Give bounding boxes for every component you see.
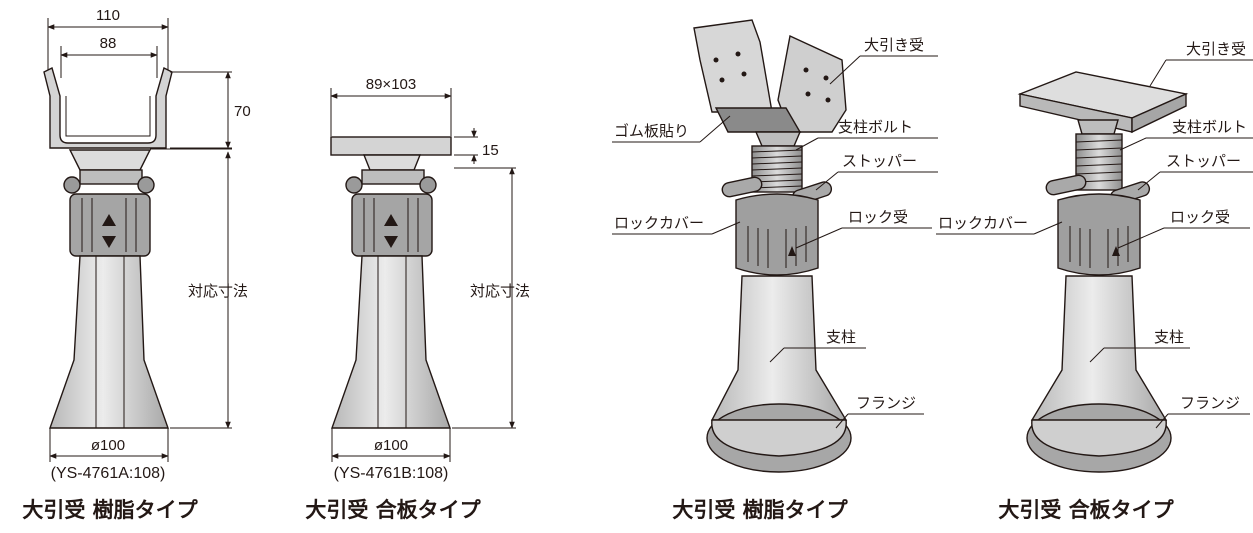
drawing-plywood-3d: 大引き受 支柱ボルト ストッパー ロックカバー ロック受 支柱 フランジ 大引受… [936,40,1253,522]
dim-inner-width: 88 [100,35,117,52]
label-lock-receiver: ロック受 [1170,208,1230,226]
label-bolt: 支柱ボルト [838,118,913,136]
label-lock-receiver: ロック受 [848,208,908,226]
label-bolt: 支柱ボルト [1172,118,1247,136]
dim-thickness: 15 [482,142,499,159]
caption: 大引受 合板タイプ [305,498,481,522]
drawing-plywood-orthographic: 89×103 15 対応寸法 ø100 (YS-4761B:108) 大引受 合… [305,76,530,522]
caption: 大引受 樹脂タイプ [672,498,848,522]
label-receiver: 大引き受 [1186,40,1246,58]
caption: 大引受 樹脂タイプ [22,498,198,522]
label-flange: フランジ [1180,394,1240,412]
dim-height: 70 [234,103,251,120]
drawing-resin-3d: 大引き受 ゴム板貼り 支柱ボルト ストッパー ロックカバー ロック受 支柱 フラ… [612,19,938,522]
label-stopper: ストッパー [842,152,917,170]
label-lock-cover: ロックカバー [938,214,1028,232]
dim-base-diameter: ø100 [91,437,125,454]
label-stopper: ストッパー [1166,152,1241,170]
dim-range-label: 対応寸法 [188,282,248,300]
dim-top-size: 89×103 [366,76,416,93]
model-number: (YS-4761A:108) [51,465,166,482]
label-receiver: 大引き受 [864,36,924,54]
drawing-resin-orthographic: 110 88 70 対応寸法 [22,7,250,522]
label-rubber: ゴム板貼り [614,122,689,140]
model-number: (YS-4761B:108) [334,465,449,482]
label-flange: フランジ [856,394,916,412]
dim-range-label: 対応寸法 [470,282,530,300]
dim-base-diameter: ø100 [374,437,408,454]
caption: 大引受 合板タイプ [998,498,1174,522]
label-post: 支柱 [1154,328,1184,346]
label-lock-cover: ロックカバー [614,214,704,232]
label-post: 支柱 [826,328,856,346]
dim-outer-width: 110 [96,7,120,24]
